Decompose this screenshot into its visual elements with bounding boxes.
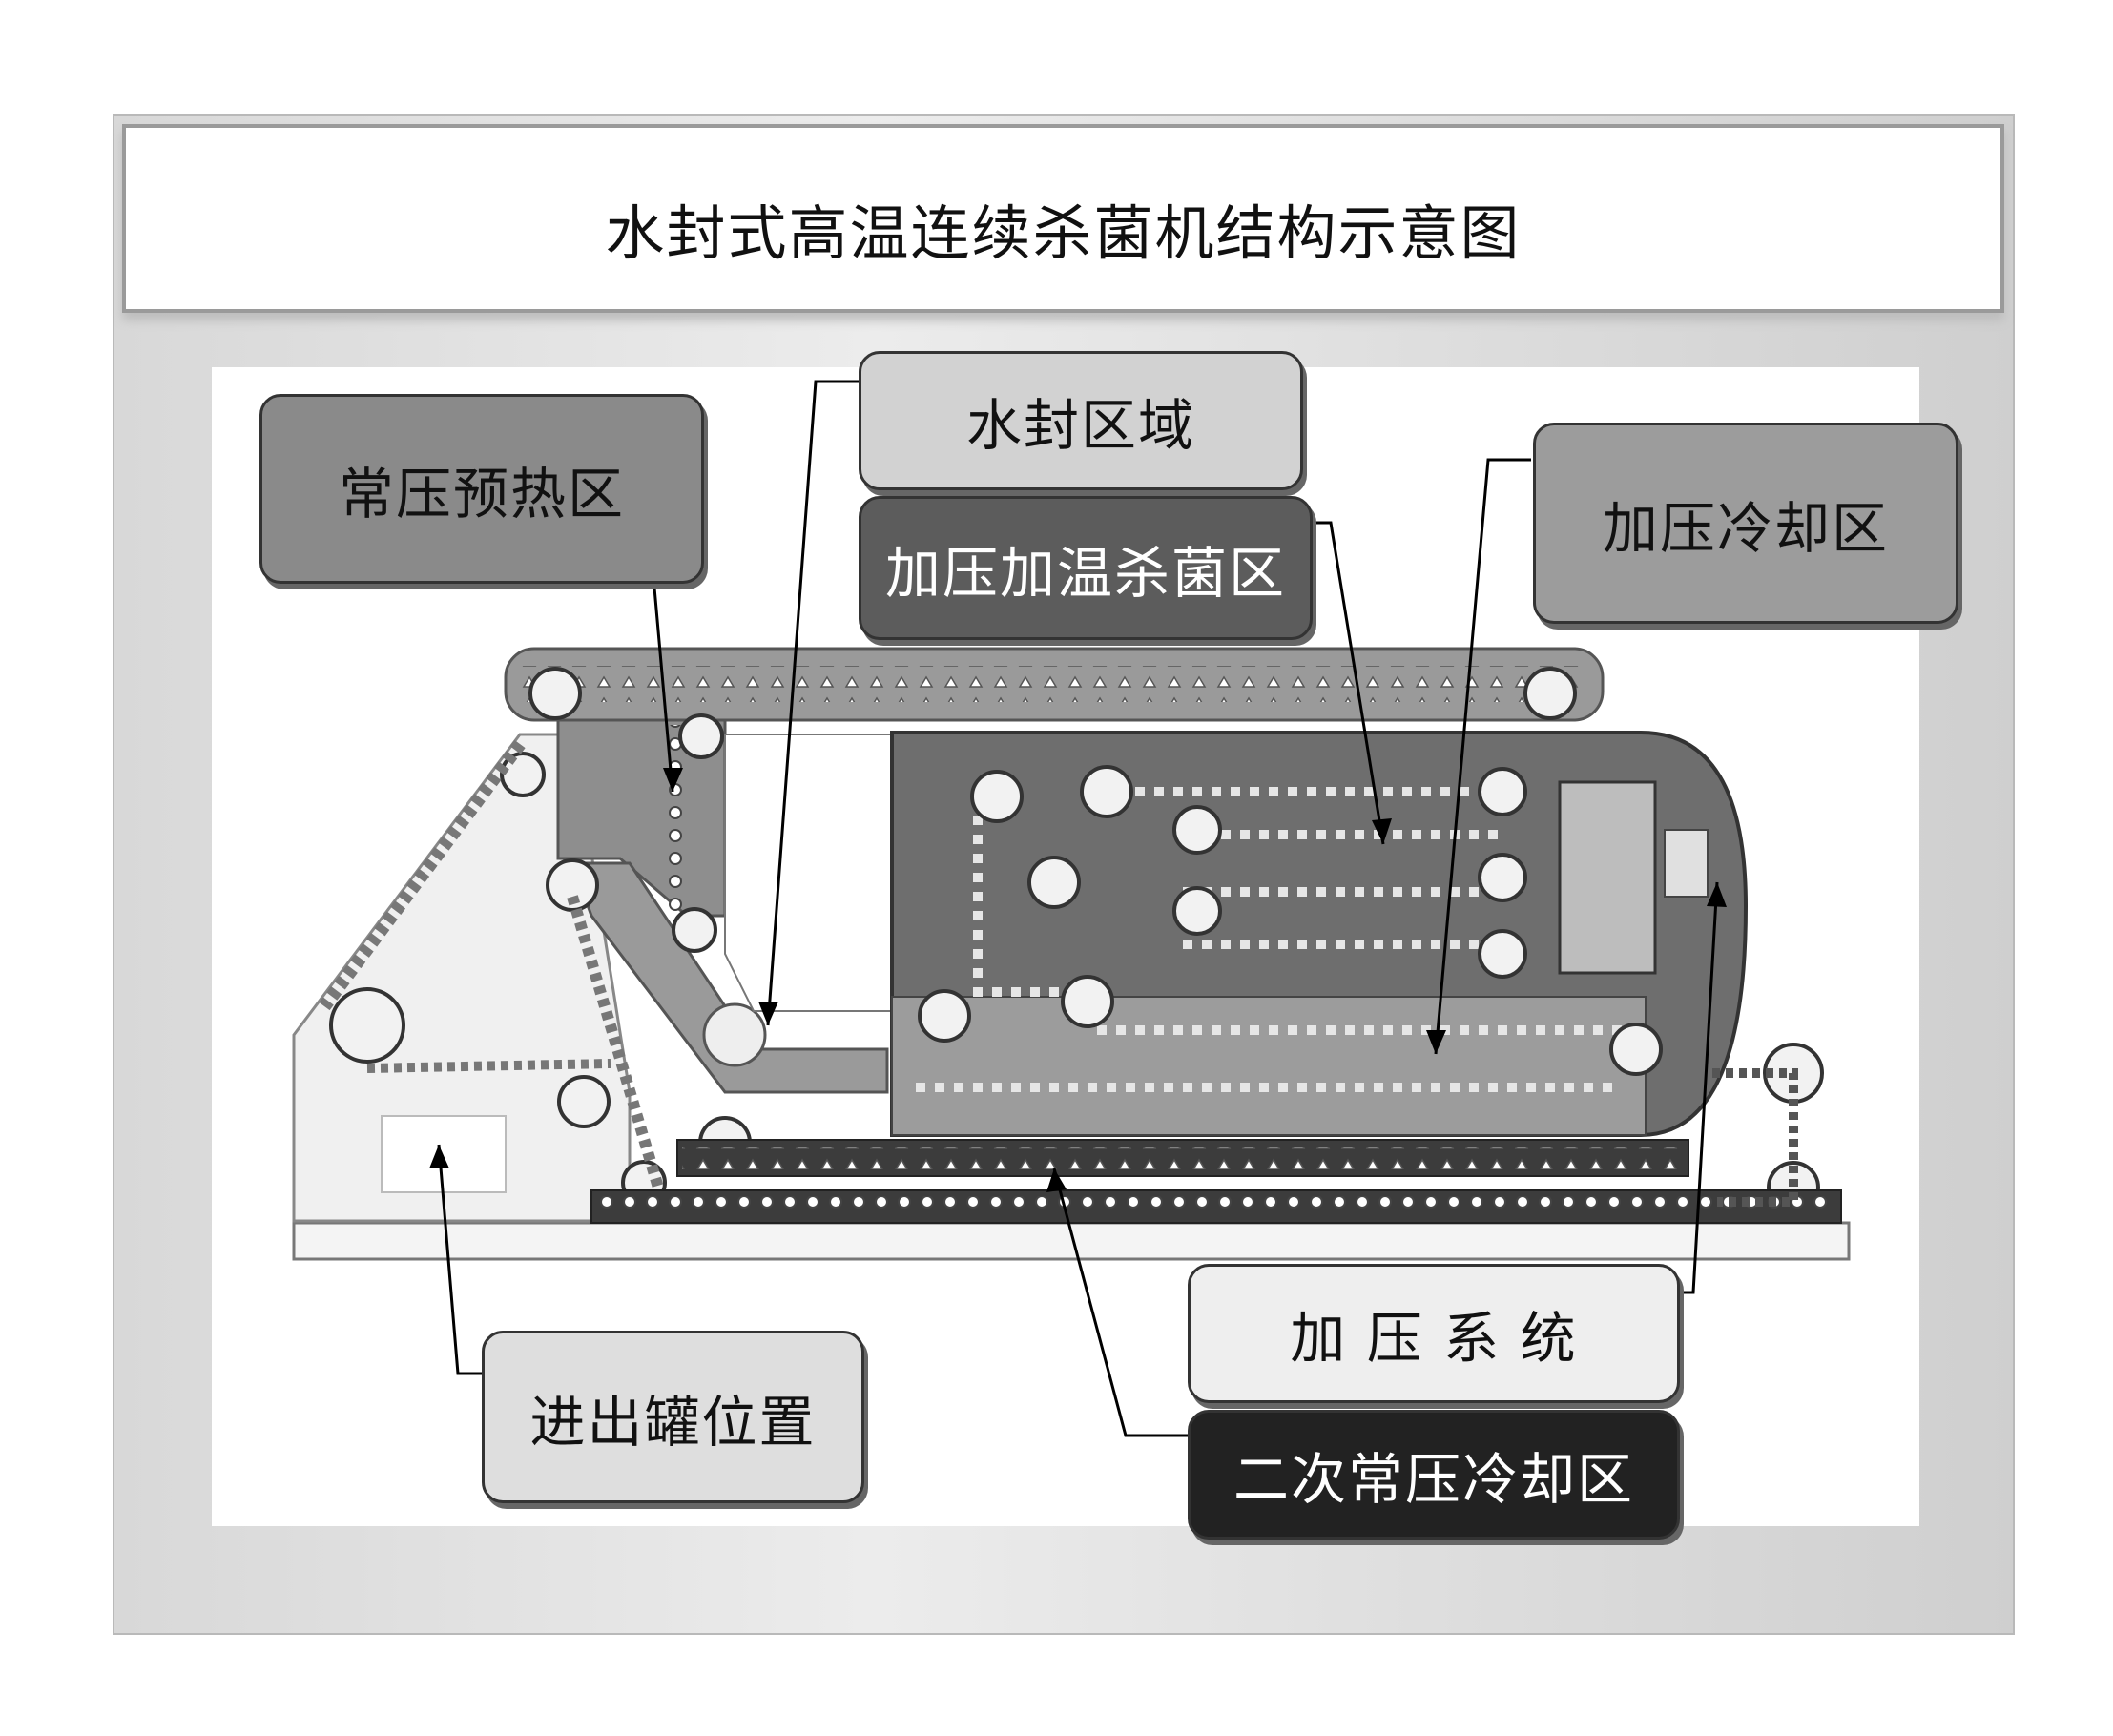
water-seal-channel (570, 861, 889, 1094)
water-seal-drum (702, 1002, 767, 1067)
label-pressure-system-text: 加 压 系 统 (1290, 1306, 1578, 1371)
arrow-can-position (437, 1144, 482, 1375)
diagram-title: 水封式高温连续杀菌机结构示意图 (605, 198, 1522, 268)
label-sterilize-zone-text: 加压加温杀菌区 (884, 540, 1286, 606)
label-can-position: 进出罐位置 (482, 1331, 864, 1503)
pressure-cooling-zone (891, 996, 1647, 1136)
arrow-water-seal (766, 380, 859, 1026)
label-pressure-system: 加 压 系 统 (1188, 1264, 1680, 1403)
pressure-system-unit (1558, 780, 1657, 975)
arrow-pressure-cool (1434, 458, 1531, 1055)
label-pressure-cooling-zone: 加压冷却区 (1533, 423, 1958, 624)
label-can-position-text: 进出罐位置 (529, 1389, 817, 1455)
label-sterilize-zone: 加压加温杀菌区 (859, 496, 1313, 640)
arrow-secondary-cool (1052, 1168, 1188, 1437)
loading-window (381, 1115, 507, 1193)
label-water-seal-text: 水封区域 (965, 393, 1195, 458)
label-secondary-cooling-zone-text: 二次常压冷却区 (1233, 1447, 1634, 1512)
label-water-seal: 水封区域 (859, 351, 1303, 490)
leader-lines (437, 380, 1719, 1437)
arrow-preheat (652, 576, 674, 793)
label-preheat-zone: 常压预热区 (259, 394, 704, 584)
label-pressure-cooling-zone-text: 加压冷却区 (1602, 495, 1889, 561)
title-box: 水封式高温连续杀菌机结构示意图 (122, 124, 2004, 313)
arrow-pressure-system (1677, 881, 1719, 1294)
arrow-sterilize (1307, 521, 1385, 845)
label-secondary-cooling-zone: 二次常压冷却区 (1188, 1410, 1680, 1540)
label-preheat-zone-text: 常压预热区 (338, 461, 625, 527)
